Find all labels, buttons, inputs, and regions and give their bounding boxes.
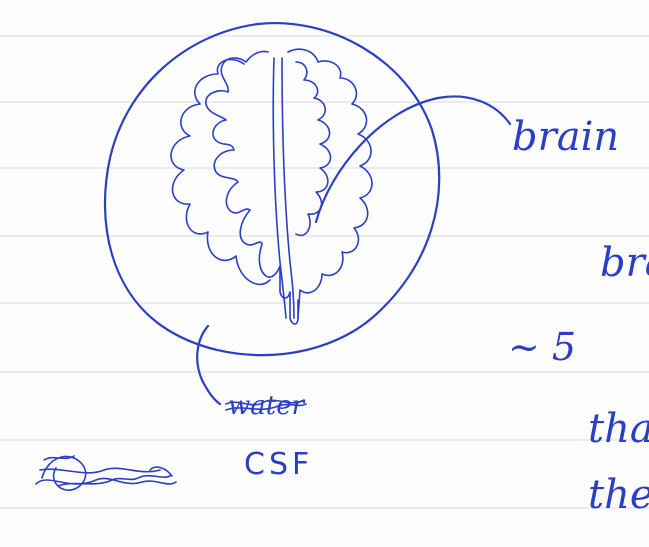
left-lobes [171, 59, 270, 284]
skull-outline [105, 23, 439, 355]
brain-pointer [316, 96, 510, 222]
partial-text-tha: tha [588, 406, 649, 452]
csf-pointer [197, 326, 220, 404]
crossed-out-text: water [228, 391, 306, 421]
partial-text-the: the [588, 472, 649, 518]
csf-label: CSF [244, 447, 313, 482]
brain-label: brain [512, 114, 619, 160]
partial-text-5: ~ 5 [508, 325, 576, 369]
partial-text-bra: bra [600, 240, 649, 286]
midline-fissure-2 [282, 58, 294, 318]
right-hemisphere [288, 49, 372, 318]
right-gyri [296, 62, 331, 235]
signature-scribble [36, 456, 176, 490]
crossed-out-word: water [226, 391, 306, 421]
